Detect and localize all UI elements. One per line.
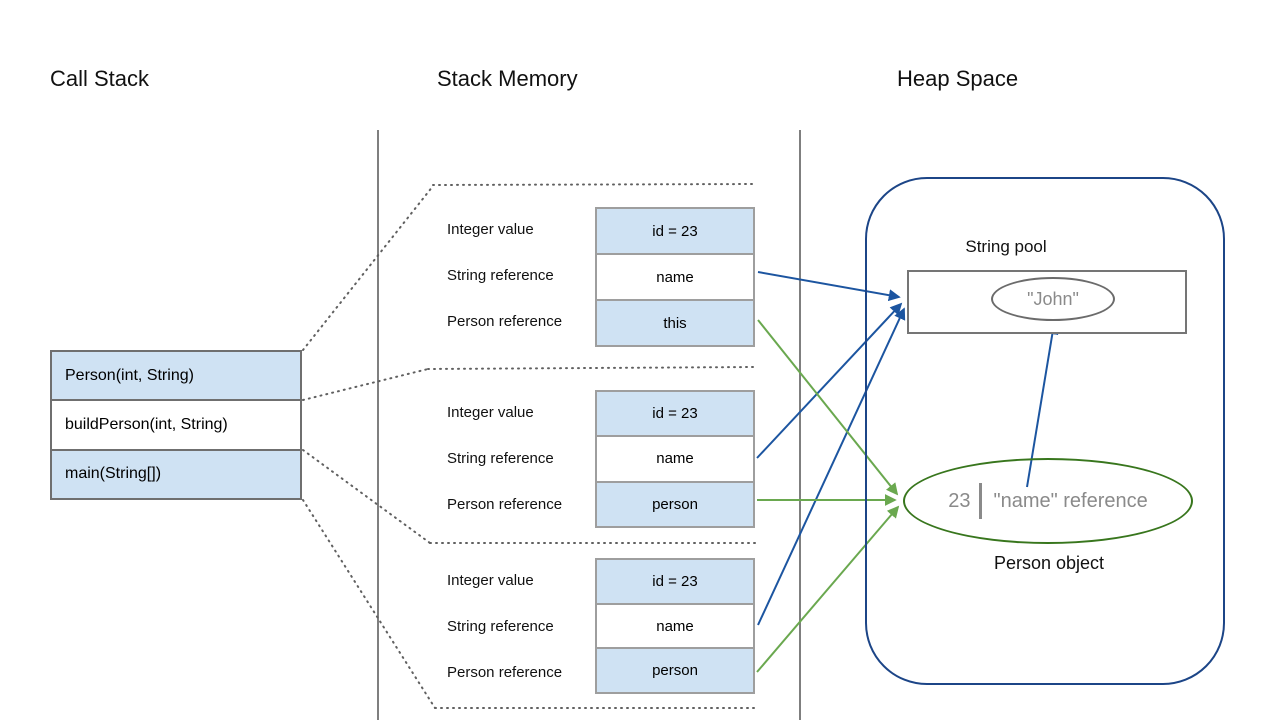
string-pool-label: String pool [965,237,1047,256]
frame2-cells: id = 23 name person [595,390,755,528]
string-john-ellipse: "John" [991,277,1115,321]
frame2-label-person: Person reference [447,496,563,513]
frame1-label-person: Person reference [447,313,563,330]
frame1-label-integer: Integer value [447,221,534,238]
heap-space-title: Heap Space [897,66,1019,91]
frame1-cell-this: this [597,299,753,345]
frame2-cell-person: person [597,480,753,526]
call-stack-box: Person(int, String) buildPerson(int, Str… [50,350,302,500]
frame3-cells: id = 23 name person [595,558,755,694]
frame2-label-integer: Integer value [447,404,534,421]
connector-main-frame-top [302,449,431,544]
heap-space-container [865,177,1225,685]
call-stack-frame-buildperson: buildPerson(int, String) [52,399,300,449]
connector-buildperson-frame-top [302,368,429,401]
frame-separator-1 [432,183,756,186]
frame3-label-string: String reference [447,618,554,635]
frame1-cell-id: id = 23 [597,209,753,253]
frame3-cell-id: id = 23 [597,560,753,603]
frame2-cell-id: id = 23 [597,392,753,436]
person-object-caption: Person object [993,553,1105,573]
frame-separator-2 [427,366,756,370]
connector-main-frame-bottom [302,499,436,709]
person-object-id: 23 [948,489,971,512]
frame1-cells: id = 23 name this [595,207,755,347]
call-stack-frame-main: main(String[]) [52,448,300,498]
connector-person-frame-top [302,185,434,351]
stack-memory-title: Stack Memory [437,66,578,91]
call-stack-frame-person: Person(int, String) [52,352,300,400]
person-object-separator [979,483,983,519]
frame1-cell-name: name [597,253,753,299]
frame3-cell-person: person [597,647,753,693]
frame3-label-person: Person reference [447,664,563,681]
frame2-label-string: String reference [447,450,554,467]
frame2-cell-name: name [597,435,753,481]
frame3-label-integer: Integer value [447,572,534,589]
person-object-name-reference: "name" reference [993,489,1148,512]
person-object-ellipse: 23 "name" reference [903,458,1193,544]
call-stack-title: Call Stack [50,66,150,91]
frame1-label-string: String reference [447,267,554,284]
frame3-cell-name: name [597,602,753,648]
